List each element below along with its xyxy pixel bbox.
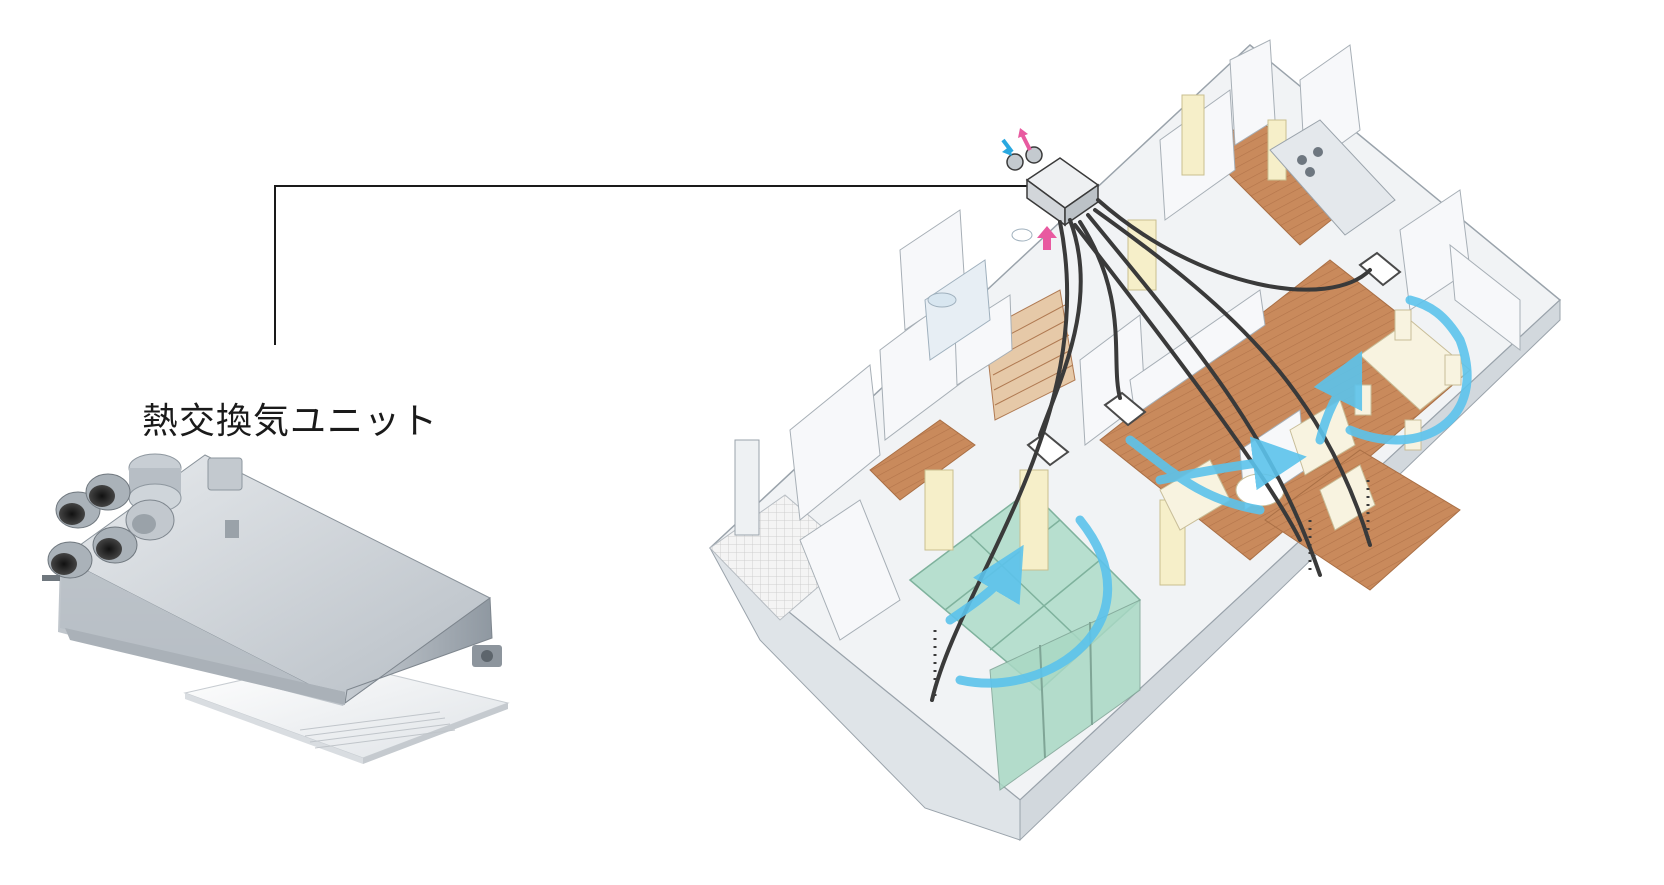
leader-line	[274, 185, 1047, 345]
house-ventilation-unit	[1006, 146, 1100, 227]
unit-name-label: 熱交換気ユニット	[142, 401, 439, 442]
ventilation-unit-product	[42, 453, 510, 764]
house-cutaway	[708, 39, 1562, 842]
